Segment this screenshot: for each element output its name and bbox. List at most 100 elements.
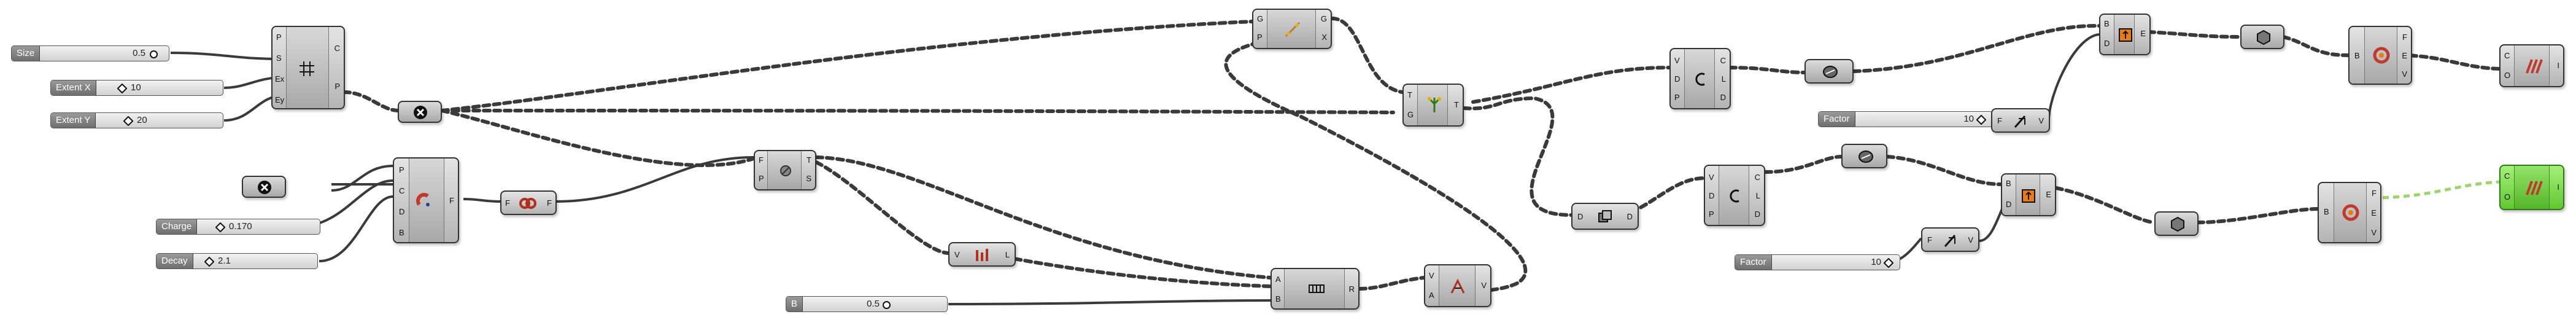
input-port[interactable]: V [954,250,960,259]
input-port[interactable]: F [505,198,510,208]
slider-extent-y[interactable]: Extent Y 20 [50,112,223,128]
unit-z-component[interactable]: F V [1991,108,2050,133]
output-port[interactable]: C [334,44,340,53]
slider-size[interactable]: Size 0.5 [11,45,169,61]
output-port[interactable]: V [2402,69,2407,79]
input-port[interactable]: D [1709,191,1715,200]
output-port[interactable]: D [1720,93,1726,102]
cull-component[interactable] [398,101,442,123]
input-port[interactable]: V [1709,173,1714,182]
output-port[interactable]: E [2371,208,2377,217]
slider-knob[interactable] [1883,257,1894,268]
input-port[interactable]: D [2104,39,2110,48]
slider-charge[interactable]: Charge 0.170 [156,219,320,235]
output-port[interactable]: P [335,82,340,91]
vector-length-component[interactable]: V L [948,242,1016,267]
input-port[interactable]: F [1997,116,2002,125]
output-port[interactable]: R [1348,284,1355,294]
input-port[interactable]: B [2354,51,2360,60]
output-port[interactable]: V [2371,228,2377,237]
output-port[interactable]: F [449,196,454,205]
slider-knob[interactable] [1976,114,1987,125]
input-port[interactable]: B [2324,207,2329,216]
slider-knob[interactable] [215,222,226,233]
input-port[interactable]: B [1275,294,1281,304]
slider-factor-bottom[interactable]: Factor 10 [1735,254,1900,270]
input-port[interactable]: D [1674,74,1681,84]
bounds-component[interactable]: A B R [1271,268,1360,310]
deconstruct-component[interactable]: V D P C L D [1704,165,1765,226]
graph-mapper-component[interactable]: G P G X [1252,9,1332,49]
input-port[interactable]: V [1429,271,1434,280]
unit-z-component[interactable]: F V [1921,227,1979,252]
input-port[interactable]: D [399,207,405,216]
extrude-component[interactable]: B D E [2001,173,2056,216]
slider-decay[interactable]: Decay 2.1 [156,253,318,269]
output-port[interactable]: F [2402,33,2407,42]
input-port[interactable]: C [2504,51,2510,60]
merge-fields-component[interactable]: F F [500,190,557,215]
contour-component[interactable]: C O I [2499,44,2564,87]
slider-knob[interactable] [117,83,128,94]
output-port[interactable]: F [2372,189,2377,198]
input-port[interactable]: C [2504,171,2510,181]
input-port[interactable]: P [1709,210,1714,219]
output-port[interactable]: L [1755,191,1760,200]
brep-component[interactable]: B F E V [2348,26,2412,85]
input-port[interactable]: D [1577,212,1584,221]
input-port[interactable]: A [1429,291,1434,300]
slider-knob[interactable] [204,256,215,267]
output-port[interactable]: C [1754,173,1760,182]
input-port[interactable]: Ey [275,95,285,104]
output-port[interactable]: C [1720,56,1726,65]
hexagon-component[interactable] [2154,211,2199,236]
output-port[interactable]: F [547,198,552,208]
input-port[interactable]: S [276,53,282,63]
output-port[interactable]: E [2046,190,2051,199]
output-port[interactable]: T [806,155,811,165]
output-port[interactable]: V [1481,281,1487,290]
output-port[interactable]: I [2557,61,2559,70]
input-port[interactable]: P [759,174,764,183]
input-port[interactable]: T [1407,90,1412,100]
input-port[interactable]: D [2006,200,2012,209]
evaluate-field-component[interactable]: F P T S [754,150,816,190]
deconstruct-component[interactable]: V D P C L D [1669,48,1731,109]
slider-knob[interactable] [150,50,158,58]
extrude-component[interactable]: B D E [2099,14,2151,55]
output-port[interactable]: X [1321,33,1327,42]
amplitude-component[interactable]: V A V [1424,264,1491,307]
output-port[interactable]: D [1626,212,1633,221]
input-port[interactable]: G [1407,110,1414,119]
input-port[interactable]: G [1257,14,1264,23]
input-port[interactable]: V [1674,56,1680,65]
output-port[interactable]: D [1754,210,1760,219]
tree-component[interactable]: T G T [1402,84,1464,127]
input-port[interactable]: A [1275,275,1281,284]
join-component[interactable] [1841,144,1887,168]
output-port[interactable]: E [2140,29,2146,38]
input-port[interactable]: B [2006,179,2011,188]
input-port[interactable]: F [759,155,764,165]
hexagon-component[interactable] [2240,25,2284,49]
slider-knob[interactable] [123,116,134,127]
input-port[interactable]: P [1674,93,1680,102]
input-port[interactable]: P [1257,33,1263,42]
output-port[interactable]: E [2402,51,2407,60]
join-component[interactable] [1804,59,1854,84]
output-port[interactable]: L [1721,74,1726,84]
input-port[interactable]: P [399,165,404,174]
input-port[interactable]: C [399,186,405,195]
list-item-component[interactable]: D D [1571,203,1639,230]
output-port[interactable]: L [1005,250,1010,259]
contour-component-active[interactable]: C O I [2499,165,2564,210]
output-port[interactable]: V [1968,235,1973,245]
brep-component[interactable]: B F E V [2318,182,2381,243]
input-port[interactable]: B [2104,19,2110,28]
input-port[interactable]: Ex [275,74,285,84]
rectangular-grid-component[interactable]: P S Ex Ey C P [271,26,345,109]
input-port[interactable]: O [2504,192,2511,202]
point-charge-component[interactable]: P C D B F [393,157,459,243]
output-port[interactable]: V [2038,116,2044,125]
